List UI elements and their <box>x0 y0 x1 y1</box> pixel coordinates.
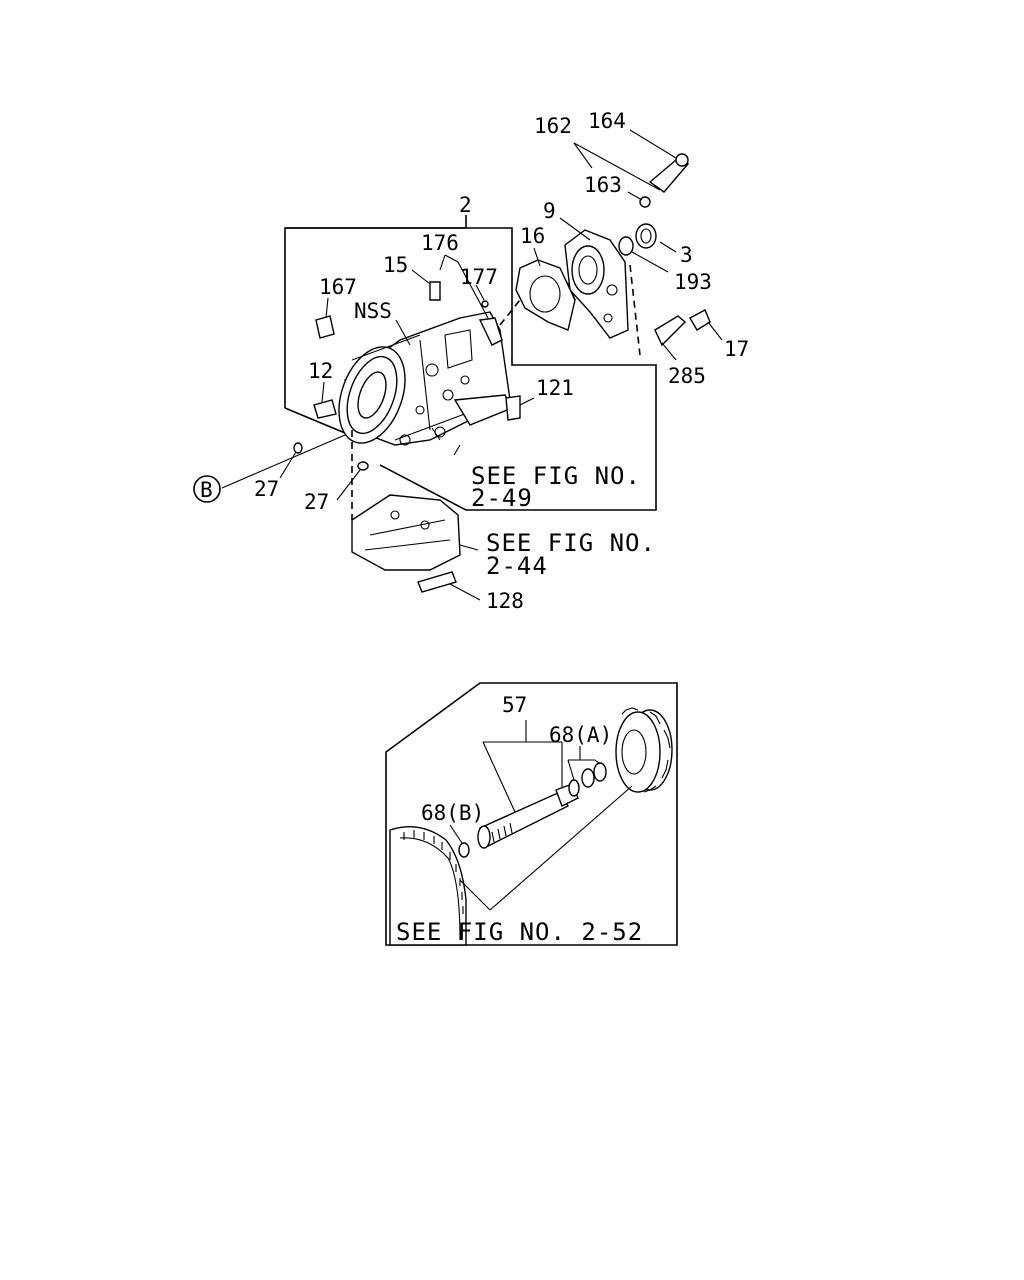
callout-285: 285 <box>668 364 706 388</box>
part-163 <box>639 196 651 208</box>
callout-68b: 68(B) <box>421 801 484 825</box>
part-164 <box>648 153 690 193</box>
callout-177: 177 <box>460 265 498 289</box>
part-121 <box>505 395 521 421</box>
callout-3: 3 <box>680 243 693 267</box>
callout-164: 164 <box>588 109 626 133</box>
valve-body <box>351 494 461 571</box>
part-177 <box>481 300 489 308</box>
callout-nss: NSS <box>354 299 392 323</box>
gasket-16 <box>515 259 576 331</box>
circle-b-marker <box>193 475 221 503</box>
part-128 <box>417 571 457 593</box>
callout-17: 17 <box>724 337 749 361</box>
lower-frame <box>385 682 678 946</box>
callout-9: 9 <box>543 199 556 223</box>
output-gear <box>615 707 673 793</box>
callout-15: 15 <box>383 253 408 277</box>
callout-193: 193 <box>674 270 712 294</box>
clutch-drum <box>389 826 467 946</box>
upper-figure: 162 164 163 9 3 193 2 16 176 15 177 167 … <box>193 109 749 613</box>
callout-57: 57 <box>502 693 527 717</box>
callout-16: 16 <box>520 224 545 248</box>
extension-housing <box>564 229 629 339</box>
part-27-b <box>357 461 369 471</box>
ref-fig-2-44-line2: 2-44 <box>486 552 548 580</box>
callout-167: 167 <box>319 275 357 299</box>
callout-2: 2 <box>459 193 472 217</box>
part-193 <box>618 236 634 256</box>
part-167 <box>315 315 335 339</box>
part-3 <box>635 223 657 249</box>
part-17 <box>689 309 711 331</box>
ref-fig-2-44-line1: SEE FIG NO. <box>486 529 656 557</box>
part-68a-1 <box>568 779 580 797</box>
callout-162: 162 <box>534 114 572 138</box>
part-68b <box>458 842 470 858</box>
circle-b-label: B <box>200 478 213 502</box>
part-285 <box>654 315 687 347</box>
ref-fig-2-52: SEE FIG NO. 2-52 <box>396 918 643 946</box>
callout-68a: 68(A) <box>549 723 612 747</box>
part-15 <box>429 281 441 301</box>
leader-lines-upper <box>221 129 723 601</box>
part-12 <box>313 399 337 419</box>
callout-27-b: 27 <box>304 490 329 514</box>
output-shaft <box>477 783 579 849</box>
part-27-a <box>293 442 303 454</box>
callout-27-a: 27 <box>254 477 279 501</box>
part-176 <box>478 317 503 346</box>
lower-figure: 57 68(A) 68(B) SEE FIG NO. 2-52 <box>385 682 678 946</box>
callout-128: 128 <box>486 589 524 613</box>
ref-fig-2-49-line1: SEE FIG NO. <box>471 462 641 490</box>
callout-12: 12 <box>308 359 333 383</box>
callout-121: 121 <box>536 376 574 400</box>
leader-lines-lower <box>449 720 633 911</box>
callout-176: 176 <box>421 231 459 255</box>
transmission-case <box>338 311 513 446</box>
callout-163: 163 <box>584 173 622 197</box>
ref-fig-2-49-line2: 2-49 <box>471 484 533 512</box>
part-68a-3 <box>593 762 607 782</box>
part-68a-2 <box>581 768 595 788</box>
